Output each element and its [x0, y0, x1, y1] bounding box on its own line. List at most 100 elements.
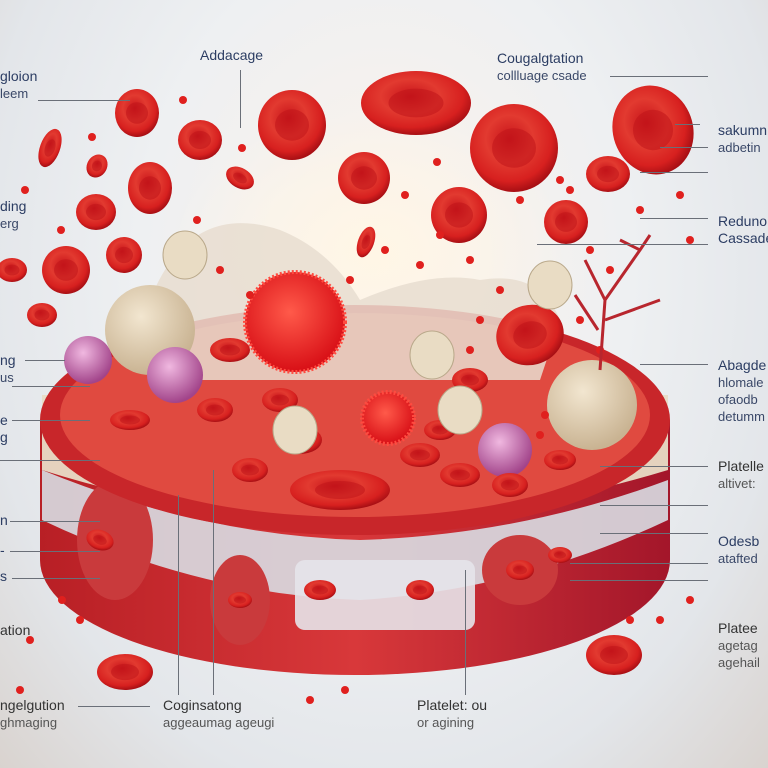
label-top-center: Addacage — [200, 47, 263, 64]
red-blood-cell-center — [86, 203, 106, 221]
label-subtext: agetag — [718, 638, 758, 653]
label-text: gloion — [0, 68, 38, 84]
red-blood-cell-center — [44, 139, 56, 157]
blood-droplet — [21, 186, 29, 194]
red-blood-cell-center — [54, 259, 78, 281]
blood-droplet — [606, 266, 614, 274]
red-blood-cell-center — [115, 246, 133, 264]
blood-droplet — [193, 216, 201, 224]
label-subtext: altivet: — [718, 476, 756, 491]
red-blood-cell-center — [597, 165, 619, 183]
red-blood-cell-center — [501, 479, 519, 491]
red-blood-cell-center — [139, 176, 161, 200]
red-blood-cell-center — [126, 102, 148, 124]
label-subtext: atafted — [718, 551, 758, 566]
leader-line — [12, 386, 90, 387]
red-blood-cell-center — [432, 425, 448, 435]
red-blood-cell-center — [220, 344, 240, 356]
label-subtext: aggeaumag ageugi — [163, 715, 275, 730]
label-text: Platelle — [718, 458, 764, 474]
blood-droplet — [686, 236, 694, 244]
blood-droplet — [636, 206, 644, 214]
red-blood-cell-center — [445, 202, 473, 228]
leader-line — [25, 360, 65, 361]
leader-line — [12, 578, 100, 579]
red-blood-cell-center — [4, 264, 20, 276]
red-blood-cell-center — [93, 535, 107, 545]
label-right-4: Platelle altivet: — [718, 458, 764, 492]
label-text: Cougalgtation — [497, 50, 584, 66]
label-text: Addacage — [200, 47, 264, 63]
label-subtext: ghmaging — [0, 715, 58, 730]
leader-line — [675, 124, 700, 125]
red-blood-cell-center — [632, 109, 674, 151]
leader-line — [465, 570, 466, 695]
red-blood-cell-center — [91, 160, 103, 172]
skull-shape — [162, 230, 208, 280]
label-text: s — [0, 568, 7, 584]
skull-shape — [437, 385, 483, 435]
label-text: ding — [0, 198, 27, 214]
label-text: Platelet: ou — [417, 697, 488, 713]
red-blood-cell-center — [513, 565, 527, 575]
label-subtext: ofaodb — [718, 392, 758, 407]
label-subtext: us — [0, 370, 14, 385]
leader-line — [0, 460, 100, 461]
label-text: ngelgution — [0, 697, 65, 713]
blood-droplet — [246, 291, 254, 299]
leader-line — [10, 521, 100, 522]
leader-line — [600, 533, 708, 534]
label-left-3: ng us — [0, 352, 16, 386]
red-blood-cell-center — [120, 415, 140, 425]
blood-droplet — [381, 246, 389, 254]
red-blood-cell-center — [275, 109, 309, 141]
label-left-6: - — [0, 542, 5, 559]
leader-line — [570, 580, 708, 581]
red-blood-cell-center — [513, 321, 547, 349]
blood-droplet — [576, 316, 584, 324]
blood-droplet — [556, 176, 564, 184]
red-blood-cell-center — [413, 585, 427, 595]
red-blood-cell-center — [351, 166, 377, 190]
label-subtext: collluage csade — [497, 68, 587, 83]
blood-droplet — [416, 261, 424, 269]
label-text: e — [0, 412, 8, 428]
leader-line — [213, 470, 214, 695]
red-blood-cell-center — [189, 131, 211, 149]
blood-droplet — [566, 186, 574, 194]
platelet-cell — [64, 336, 112, 384]
label-text: ng — [0, 352, 16, 368]
red-blood-cell-center — [410, 449, 430, 461]
blood-droplet — [57, 226, 65, 234]
label-left-8: ation — [0, 622, 30, 639]
blood-droplet — [306, 696, 314, 704]
red-blood-cell-center — [388, 88, 444, 118]
activated-platelet — [360, 390, 416, 446]
skull-shape — [272, 405, 318, 455]
leader-line — [640, 218, 708, 219]
blood-droplet — [341, 686, 349, 694]
blood-droplet — [586, 246, 594, 254]
red-blood-cell-center — [315, 481, 365, 499]
red-blood-cell-center — [312, 585, 328, 595]
blood-droplet — [216, 266, 224, 274]
red-blood-cell-center — [552, 455, 568, 465]
label-subtext: agehail — [718, 655, 760, 670]
label-text: g — [0, 429, 8, 445]
leader-line — [570, 563, 708, 564]
leader-line — [10, 551, 100, 552]
platelet-cell — [147, 347, 203, 403]
blood-droplet — [536, 431, 544, 439]
blood-droplet — [496, 286, 504, 294]
blood-droplet — [686, 596, 694, 604]
red-blood-cell-center — [450, 469, 470, 481]
label-left-7: s — [0, 568, 7, 585]
